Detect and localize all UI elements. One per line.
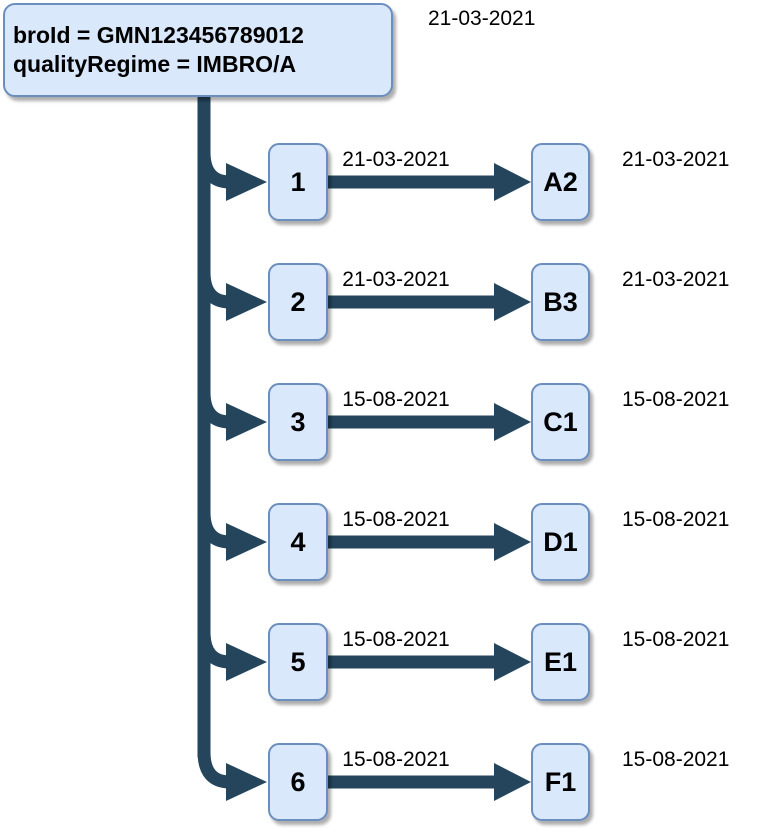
arrowhead-icon [226,643,267,681]
diagram-row: 3 15-08-2021 C1 15-08-2021 [0,383,762,461]
diagram-row: 4 15-08-2021 D1 15-08-2021 [0,503,762,581]
arrowhead-icon [494,523,531,561]
row-date-label: 21-03-2021 [622,268,730,291]
target-node-label: C1 [543,406,578,437]
source-node[interactable]: 2 [268,263,328,341]
row-date-label: 15-08-2021 [622,388,730,411]
root-node-line2: qualityRegime = IMBRO/A [13,51,297,77]
target-node-label: A2 [543,166,578,197]
root-date-label: 21-03-2021 [428,7,536,30]
source-node-label: 1 [290,166,306,197]
arrowhead-icon [494,283,531,321]
source-node-label: 5 [290,646,306,677]
source-node-label: 3 [290,406,306,437]
target-node[interactable]: A2 [531,143,590,221]
root-node[interactable]: broId = GMN123456789012 qualityRegime = … [3,3,393,97]
edge-date-label: 15-08-2021 [342,388,450,411]
arrowhead-icon [226,283,267,321]
arrowhead-icon [226,763,267,801]
branch-connector [197,511,531,561]
diagram-row: 2 21-03-2021 B3 21-03-2021 [0,263,762,341]
target-node-label: D1 [543,526,578,557]
branch-connector [197,151,531,201]
source-node[interactable]: 5 [268,623,328,701]
edge-date-label: 15-08-2021 [342,748,450,771]
root-node-line1: broId = GMN123456789012 [13,22,304,48]
source-node[interactable]: 6 [268,743,328,821]
source-node[interactable]: 3 [268,383,328,461]
arrowhead-icon [226,163,267,201]
arrowhead-icon [494,643,531,681]
target-node[interactable]: B3 [531,263,590,341]
diagram-row: 6 15-08-2021 F1 15-08-2021 [0,743,762,821]
target-node[interactable]: D1 [531,503,590,581]
diagram-row: 5 15-08-2021 E1 15-08-2021 [0,623,762,701]
row-date-label: 15-08-2021 [622,628,730,651]
source-node-label: 2 [290,286,306,317]
arrowhead-icon [494,763,531,801]
source-node-label: 4 [290,526,306,557]
arrowhead-icon [226,523,267,561]
target-node[interactable]: E1 [531,623,590,701]
target-node-label: F1 [544,766,577,797]
arrowhead-icon [494,403,531,441]
branch-connector [197,271,531,321]
target-node[interactable]: F1 [531,743,590,821]
edge-date-label: 21-03-2021 [342,148,450,171]
source-node[interactable]: 1 [268,143,328,221]
target-node-label: E1 [543,646,578,677]
edge-date-label: 15-08-2021 [342,628,450,651]
arrowhead-icon [494,163,531,201]
target-node[interactable]: C1 [531,383,590,461]
row-date-label: 15-08-2021 [622,508,730,531]
row-date-label: 21-03-2021 [622,148,730,171]
branch-connector [197,391,531,441]
diagram-row: 1 21-03-2021 A2 21-03-2021 [0,143,762,221]
row-date-label: 15-08-2021 [622,748,730,771]
arrowhead-icon [226,403,267,441]
edge-date-label: 15-08-2021 [342,508,450,531]
target-node-label: B3 [543,286,578,317]
edge-date-label: 21-03-2021 [342,268,450,291]
branch-connector [197,631,531,681]
source-node[interactable]: 4 [268,503,328,581]
source-node-label: 6 [290,766,306,797]
branch-connector [197,751,531,801]
